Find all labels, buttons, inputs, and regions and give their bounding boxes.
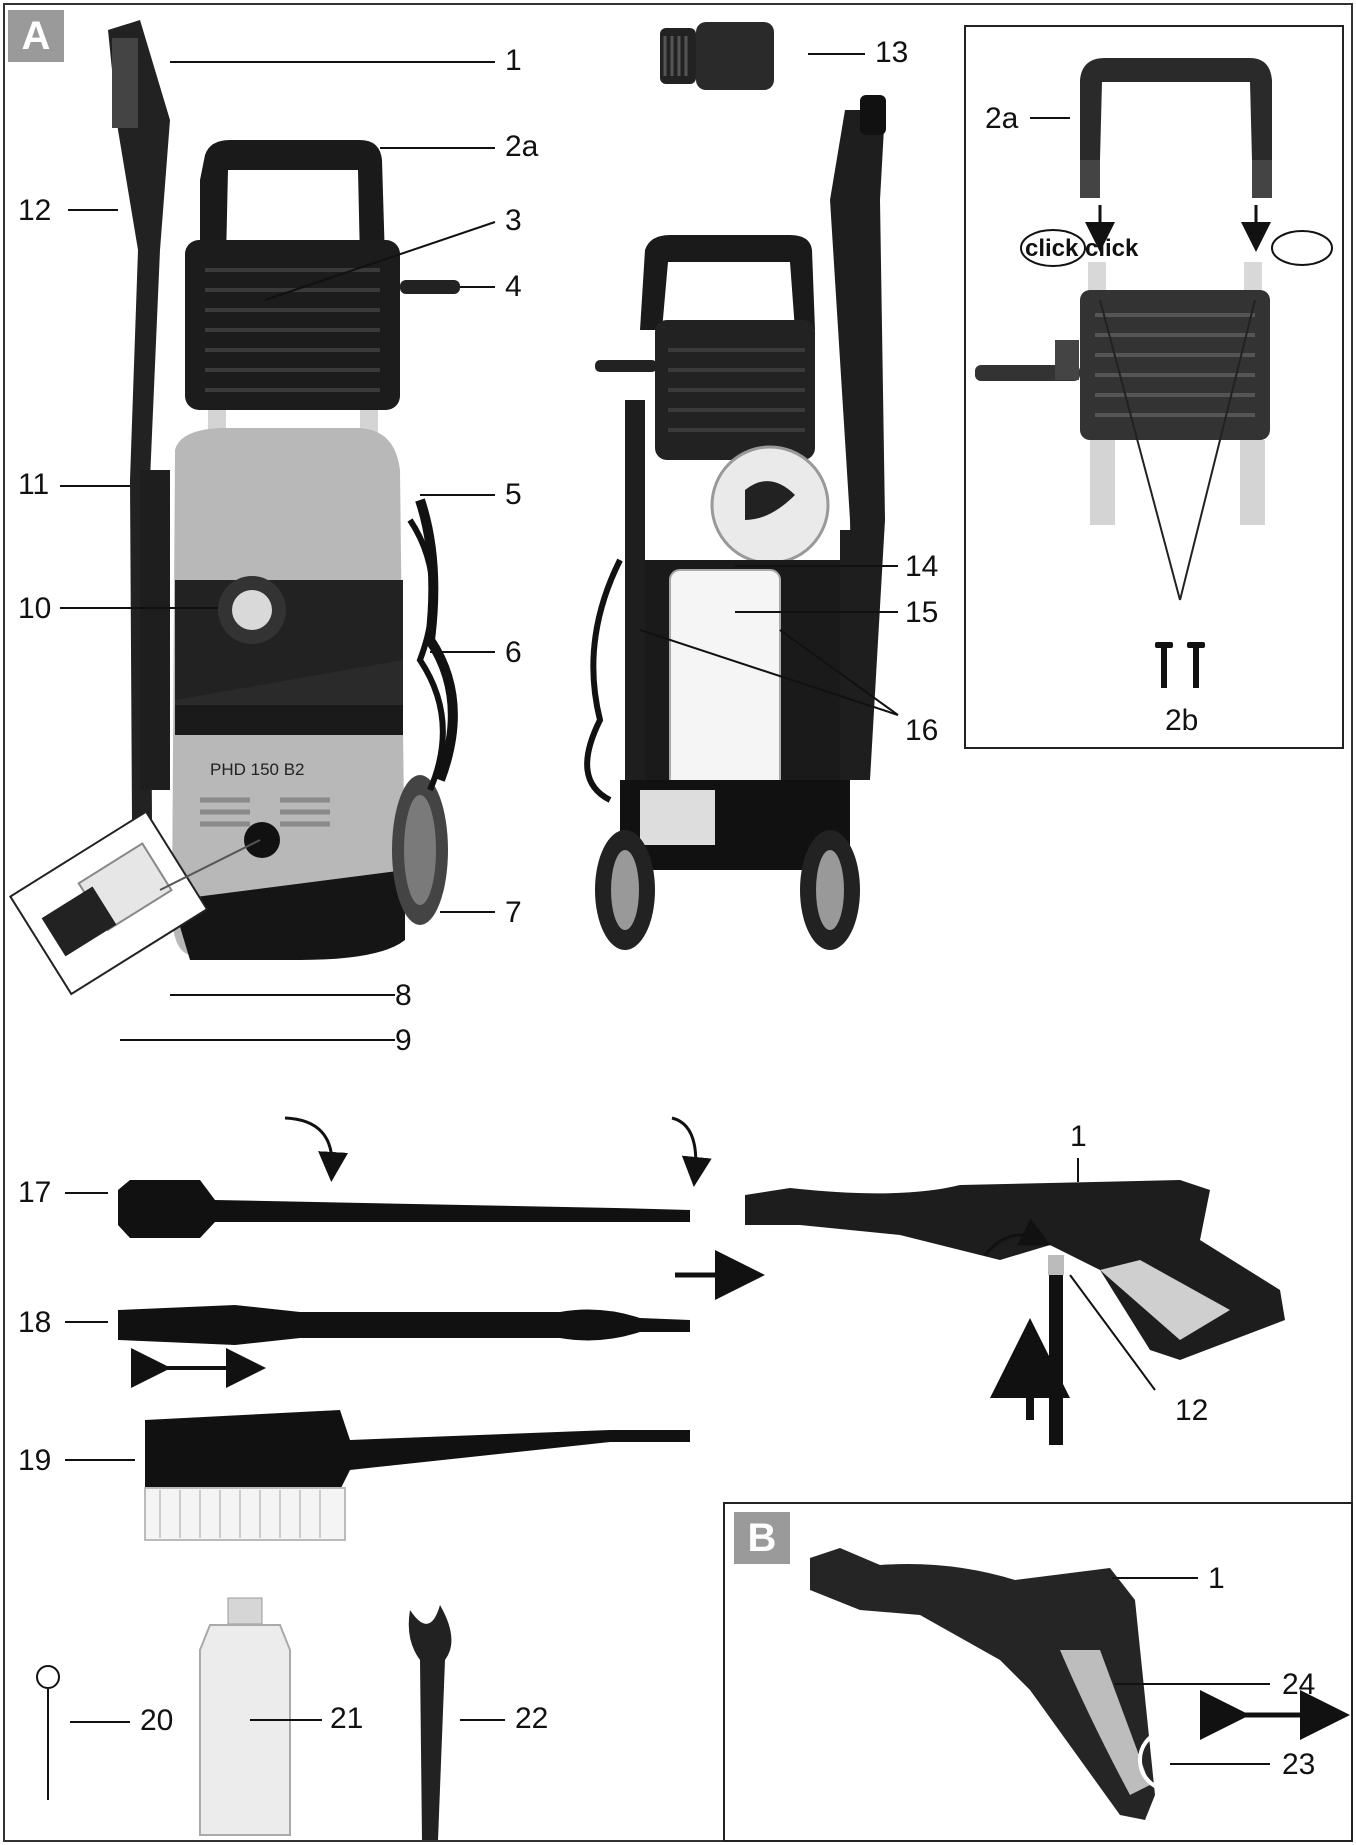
label-23: 23 bbox=[1282, 1748, 1316, 1781]
outer-frame bbox=[3, 3, 1353, 1842]
label-1-b: 1 bbox=[1208, 1562, 1225, 1595]
pressure-washer-front bbox=[8, 20, 460, 996]
label-24: 24 bbox=[1282, 1668, 1316, 1701]
label-2a-main: 2a bbox=[505, 130, 539, 163]
gun-detail-drawing bbox=[810, 1548, 1350, 1820]
leader-lines-accessories bbox=[65, 1158, 1156, 1723]
label-1-top: 1 bbox=[505, 44, 522, 77]
label-21: 21 bbox=[330, 1702, 364, 1735]
leader-lines-main bbox=[60, 53, 1070, 1041]
click-text-right: click bbox=[1085, 235, 1139, 262]
section-badge-b: B bbox=[734, 1512, 790, 1564]
label-6: 6 bbox=[505, 636, 522, 669]
label-17: 17 bbox=[18, 1176, 52, 1209]
section-badge-a: A bbox=[8, 10, 64, 62]
model-label: PHD 150 B2 bbox=[210, 760, 305, 779]
label-12-main: 12 bbox=[18, 194, 52, 227]
label-19: 19 bbox=[18, 1444, 52, 1477]
label-12-gun: 12 bbox=[1175, 1394, 1209, 1427]
label-2a-inset: 2a bbox=[985, 102, 1019, 135]
label-14: 14 bbox=[905, 550, 939, 583]
pressure-washer-rear bbox=[584, 95, 886, 950]
label-8: 8 bbox=[395, 979, 412, 1012]
label-15: 15 bbox=[905, 596, 939, 629]
label-5: 5 bbox=[505, 478, 522, 511]
label-9: 9 bbox=[395, 1024, 412, 1057]
label-22: 22 bbox=[515, 1702, 549, 1735]
handle-assembly-drawing bbox=[975, 58, 1333, 688]
label-18: 18 bbox=[18, 1306, 52, 1339]
label-11: 11 bbox=[18, 468, 50, 501]
label-10: 10 bbox=[18, 592, 52, 625]
label-13: 13 bbox=[875, 36, 909, 69]
label-4: 4 bbox=[505, 270, 522, 303]
label-20: 20 bbox=[140, 1704, 174, 1737]
click-text-left: click bbox=[1025, 235, 1079, 262]
label-2b: 2b bbox=[1165, 704, 1199, 737]
accessories bbox=[36, 1116, 1285, 1840]
quick-coupling-13 bbox=[660, 22, 774, 90]
label-7: 7 bbox=[505, 896, 522, 929]
label-3: 3 bbox=[505, 204, 522, 237]
label-16: 16 bbox=[905, 714, 939, 747]
label-1-gun: 1 bbox=[1070, 1120, 1087, 1153]
